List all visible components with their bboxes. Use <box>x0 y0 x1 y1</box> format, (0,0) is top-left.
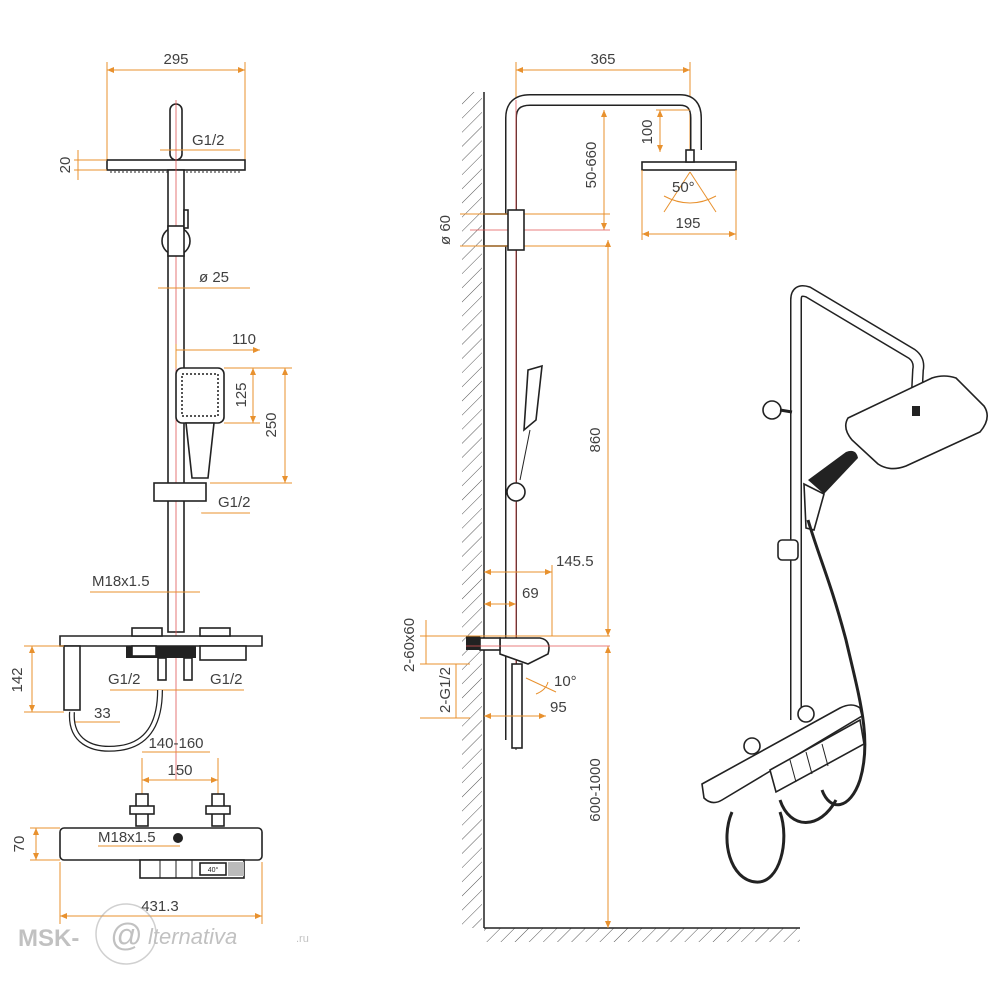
dim-rail-len: 860 <box>587 427 604 452</box>
side-hand-shower <box>523 364 543 432</box>
wall-hatching <box>462 92 482 928</box>
perspective-view <box>701 285 988 884</box>
front-view: 295 20 G1/2 ø 25 110 125 <box>9 51 292 924</box>
slider-holder <box>153 482 207 502</box>
side-spout-pipe <box>511 663 523 749</box>
dim-hand-width: 110 <box>232 331 256 348</box>
dim-outlet-33: 33 <box>94 705 111 722</box>
mixer-front <box>59 827 263 861</box>
mixer-body-side <box>63 645 81 711</box>
dim-mixer-height: 142 <box>9 667 26 692</box>
dim-head-height: 20 <box>57 157 74 174</box>
perspective-hand-head <box>808 450 858 494</box>
dim-mixer-inlet: 69 <box>522 585 539 602</box>
perspective-rain-head <box>844 375 988 470</box>
dim-mixer-depth: 145.5 <box>556 553 594 570</box>
perspective-mixer-shelf <box>701 704 863 804</box>
dim-thread-m18-top: M18x1.5 <box>92 573 150 590</box>
dim-hand-len: 250 <box>263 412 280 437</box>
dim-thread-m18-front: M18x1.5 <box>98 829 156 846</box>
dim-eccentric: 2-60x60 <box>401 618 418 672</box>
mixer-shelf <box>59 635 263 647</box>
perspective-bracket <box>762 400 782 420</box>
dim-head-diam: 195 <box>675 215 700 232</box>
dim-spout-angle: 10° <box>554 673 577 690</box>
dim-inlet-top: G1/2 <box>192 132 225 149</box>
dim-rod-diam: ø 25 <box>199 269 229 286</box>
dim-floor-height: 600-1000 <box>587 758 604 821</box>
dim-spout-95: 95 <box>550 699 567 716</box>
dim-front-height: 70 <box>11 836 28 853</box>
dim-centers-150: 150 <box>167 762 192 779</box>
dim-inlet-right: G1/2 <box>210 671 243 688</box>
brand-watermark: MSK- @ lternativa .ru <box>18 903 309 965</box>
hand-shower-head <box>175 367 225 424</box>
brand-prefix: MSK- <box>18 925 79 952</box>
side-slider <box>506 482 526 502</box>
dim-head-drop: 100 <box>639 119 656 144</box>
mixer-display: 40° <box>208 866 219 874</box>
floor-hatching <box>484 928 800 942</box>
dim-flange-diam: ø 60 <box>437 215 454 245</box>
dim-hand-head: 125 <box>233 382 250 407</box>
hand-shower-handle <box>185 422 215 479</box>
dim-eccentric-thread: 2-G1/2 <box>437 667 454 713</box>
brand-logo-mark: @ <box>110 917 142 953</box>
side-rain-head <box>641 161 737 171</box>
brand-logo-ring <box>95 903 157 965</box>
dim-total-width: 431.3 <box>141 898 179 915</box>
dim-centers-range: 140-160 <box>148 735 203 752</box>
side-view: 365 100 50-660 50° 195 ø 60 860 <box>401 51 800 942</box>
dim-head-angle: 50° <box>672 179 695 196</box>
brand-domain: .ru <box>296 933 309 945</box>
dim-inlet-left: G1/2 <box>108 671 141 688</box>
dim-head-width: 295 <box>163 51 188 68</box>
dim-arm-reach: 365 <box>590 51 615 68</box>
brand-suffix: lternativa <box>148 924 237 949</box>
dim-hose-conn: G1/2 <box>218 494 251 511</box>
side-mixer-body <box>499 637 550 665</box>
dim-arm-rise: 50-660 <box>583 142 600 189</box>
